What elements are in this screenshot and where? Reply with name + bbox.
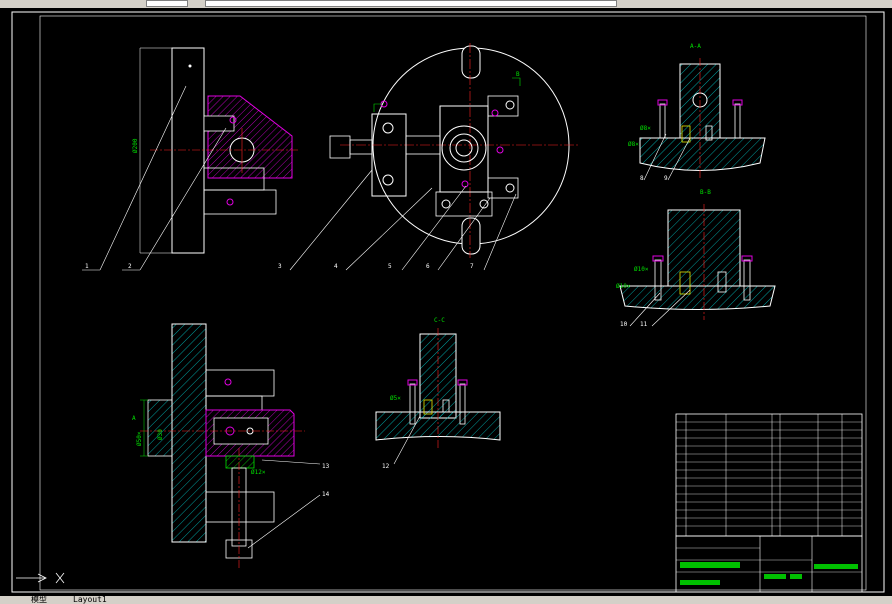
section-marker-b: B xyxy=(516,71,520,78)
layout-tabs: 模型 Layout1 xyxy=(0,596,892,604)
drawing-frame xyxy=(39,15,867,591)
outer-border xyxy=(11,11,885,593)
section-title-aa: A-A xyxy=(690,43,701,50)
balloon-9: 9 xyxy=(664,175,668,182)
balloon-6: 6 xyxy=(426,263,430,270)
fit-bb-lower: Ø10× xyxy=(616,283,631,290)
balloon-3: 3 xyxy=(278,263,282,270)
tab-model[interactable]: 模型 xyxy=(31,595,47,604)
balloon-13: 13 xyxy=(322,463,330,470)
balloon-8: 8 xyxy=(640,175,644,182)
drawing-canvas[interactable]: Ø200 xyxy=(0,8,892,598)
fit-aa-left: Ø8× xyxy=(640,125,651,132)
dim-diameter-large: Ø50× xyxy=(136,431,143,446)
section-title-bb: B-B xyxy=(700,189,711,196)
balloon-1: 1 xyxy=(85,263,89,270)
balloon-11: 11 xyxy=(640,321,648,328)
view-side-elevation: Ø200 xyxy=(132,47,300,254)
fit-bolt: Ø12× xyxy=(251,469,266,476)
section-aa: A-A Ø8× Ø8× xyxy=(628,43,766,178)
balloon-12: 12 xyxy=(382,463,390,470)
ucs-icon xyxy=(16,572,65,584)
dim-diameter-small: Ø30 xyxy=(157,429,164,440)
section-cc: C-C Ø5× xyxy=(375,317,501,448)
window-toolbar xyxy=(0,0,892,8)
section-bb: B-B Ø10× Ø10× xyxy=(616,189,776,320)
view-front-section: Ø50× Ø30 A Ø12× xyxy=(132,323,305,568)
balloon-4: 4 xyxy=(334,263,338,270)
title-block xyxy=(675,535,863,593)
leader-lines xyxy=(82,85,691,549)
balloon-7: 7 xyxy=(470,263,474,270)
dim-ref-letter: A xyxy=(132,415,136,422)
balloon-5: 5 xyxy=(388,263,392,270)
fit-bb-upper: Ø10× xyxy=(634,266,649,273)
fit-cc-left: Ø5× xyxy=(390,395,401,402)
parts-list xyxy=(675,413,863,537)
balloon-14: 14 xyxy=(322,491,330,498)
view-top-plan: B xyxy=(329,43,580,258)
section-title-cc: C-C xyxy=(434,317,445,324)
toolbar-field[interactable] xyxy=(146,0,188,7)
tab-layout1[interactable]: Layout1 xyxy=(73,595,107,604)
balloon-2: 2 xyxy=(128,263,132,270)
toolbar-field-wide[interactable] xyxy=(205,0,617,7)
part-balloons: 1 2 3 4 5 6 7 8 9 10 11 12 13 14 xyxy=(85,175,668,498)
balloon-10: 10 xyxy=(620,321,628,328)
fit-aa-lower: Ø8× xyxy=(628,141,639,148)
dim-overall-height: Ø200 xyxy=(132,138,139,153)
